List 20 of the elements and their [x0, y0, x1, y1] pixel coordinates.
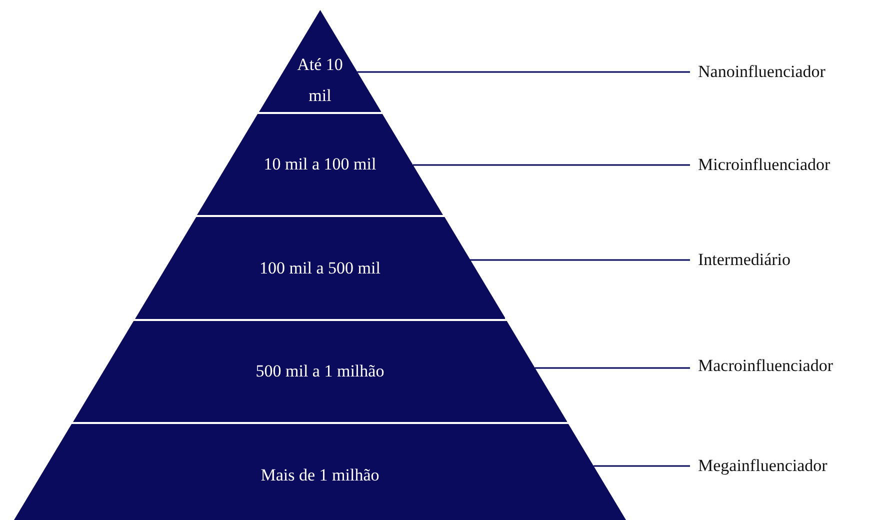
tier-label: 100 mil a 500 mil: [258, 258, 382, 280]
tier-name: Intermediário: [698, 250, 791, 270]
tier-name: Megainfluenciador: [698, 456, 828, 476]
pyramid-tier: [258, 10, 382, 112]
pyramid-tier: [72, 321, 568, 422]
pyramid-tier: [14, 424, 626, 520]
pyramid-tier: [197, 114, 443, 215]
tier-label: 10 mil a 100 mil: [262, 154, 378, 176]
tier-label: 500 mil a 1 milhão: [254, 360, 386, 382]
tier-name: Microinfluenciador: [698, 155, 830, 175]
leader-line: [357, 71, 690, 73]
leader-line: [594, 465, 690, 467]
tier-name: Macroinfluenciador: [698, 356, 833, 376]
tier-name: Nanoinfluenciador: [698, 62, 826, 82]
tier-label: Mais de 1 milhão: [260, 464, 380, 486]
tier-label: Até 10 mil: [296, 54, 344, 107]
leader-line: [413, 164, 690, 166]
leader-line: [470, 259, 690, 261]
leader-line: [534, 367, 690, 369]
pyramid-tier: [134, 217, 506, 319]
